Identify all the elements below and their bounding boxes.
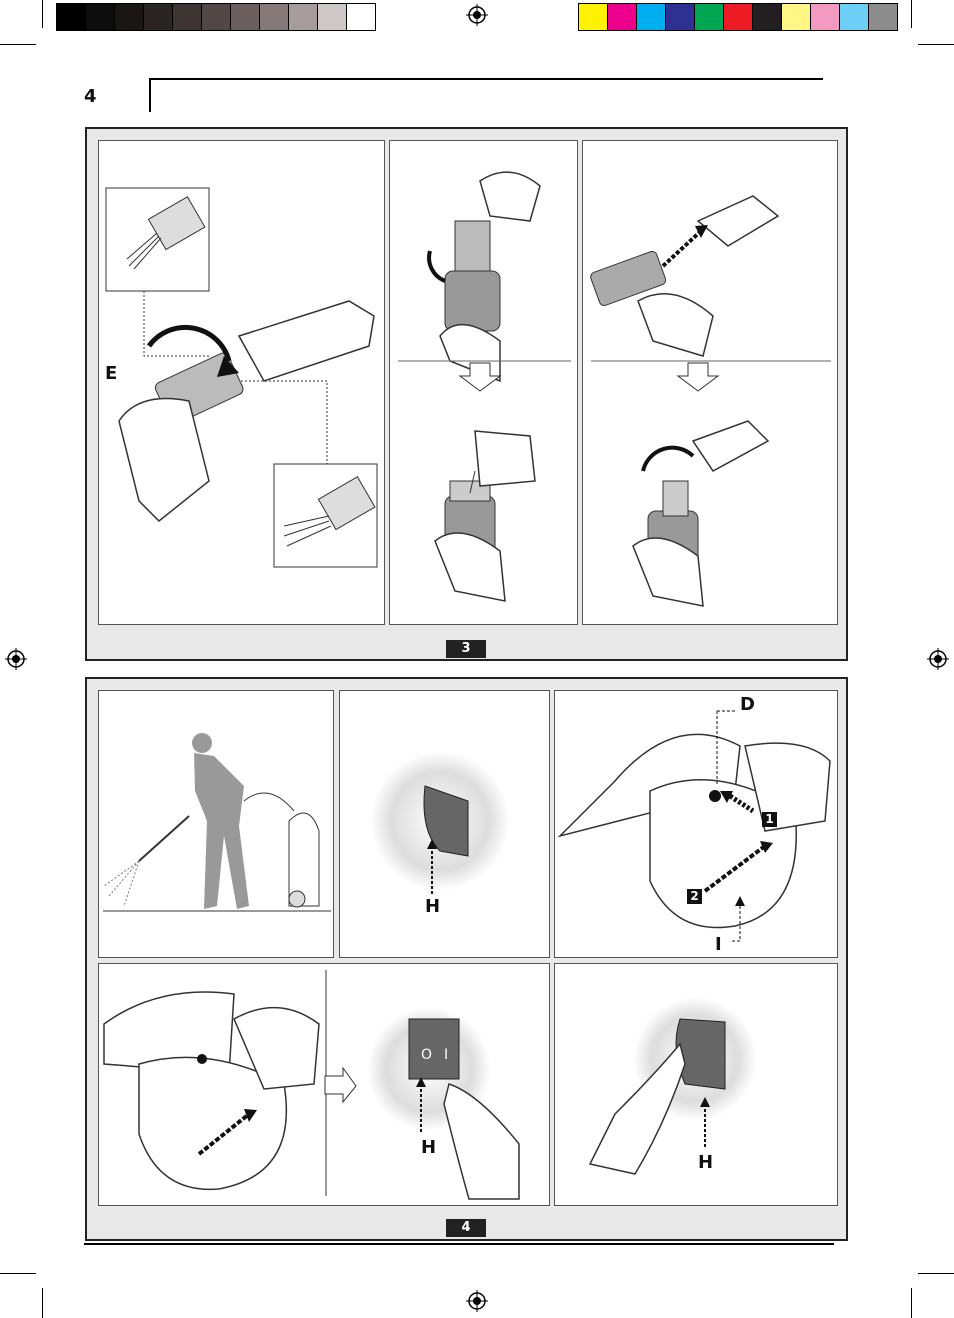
rocker-switch-icon [676, 1019, 725, 1089]
color-swatch [114, 3, 144, 31]
color-swatch [723, 3, 753, 31]
color-swatch [665, 3, 695, 31]
crop-mark [0, 1273, 36, 1274]
color-swatch [201, 3, 231, 31]
down-arrow-icon [678, 363, 718, 391]
spray-mist-icon [104, 861, 139, 906]
color-swatch [288, 3, 318, 31]
panel-operator [98, 690, 334, 958]
color-swatch [781, 3, 811, 31]
color-swatch [317, 3, 347, 31]
switch-off-illustration [555, 964, 839, 1207]
registration-mark-icon [466, 4, 488, 26]
label-H-on: H [421, 1137, 436, 1158]
grayscale-bar [56, 0, 376, 32]
panel-nozzle-adjust: E [98, 140, 385, 625]
color-swatch [230, 3, 260, 31]
crop-mark [42, 1288, 43, 1318]
color-swatch [143, 3, 173, 31]
label-E: E [105, 363, 117, 384]
crop-mark [911, 1288, 912, 1318]
nozzle-adjust-illustration [99, 141, 386, 626]
color-swatch [752, 3, 782, 31]
color-swatch [694, 3, 724, 31]
panel-switch-off-press: H [554, 963, 838, 1206]
lance-insert-illustration [589, 196, 778, 356]
crop-mark [911, 0, 912, 28]
lance-tighten-illustration [633, 421, 768, 606]
figure-3: E [85, 127, 848, 661]
color-swatch [346, 3, 376, 31]
color-swatch [868, 3, 898, 31]
color-swatch [172, 3, 202, 31]
crop-mark [42, 0, 43, 28]
color-swatch [810, 3, 840, 31]
header-divider [149, 78, 151, 112]
panel-trigger-release: D I 1 2 [554, 690, 838, 958]
figure-tag-4: 4 [446, 1219, 486, 1237]
trigger-switch-on-illustration: O I [99, 964, 551, 1207]
switch-illustration [340, 691, 551, 959]
color-swatch [607, 3, 637, 31]
panel-trigger-switch-on: O I H [98, 963, 550, 1206]
bottle-unscrew-illustration [429, 172, 540, 381]
registration-mark-icon [5, 648, 27, 670]
color-swatch [56, 3, 86, 31]
label-H-switch: H [425, 896, 440, 917]
trigger-release-illustration [555, 691, 839, 959]
panel-lance-connect [582, 140, 838, 625]
lock-button-icon [197, 1054, 207, 1064]
lance-connect-illustration [583, 141, 839, 626]
svg-text:I: I [444, 1047, 448, 1063]
label-I: I [715, 934, 722, 955]
color-swatch [259, 3, 289, 31]
label-D: D [740, 694, 755, 715]
registration-mark-icon [927, 648, 949, 670]
color-swatch [636, 3, 666, 31]
pressure-washer-unit-icon [289, 813, 319, 907]
color-swatch [578, 3, 608, 31]
crop-mark [918, 44, 954, 45]
right-arrow-icon [325, 1068, 356, 1102]
panel-detergent-fill [389, 140, 578, 625]
color-swatch [85, 3, 115, 31]
step-1-badge: 1 [762, 812, 777, 827]
rocker-switch-on-icon: O I [409, 1019, 459, 1079]
panel-switch-off: H [339, 690, 550, 958]
crop-mark [0, 44, 36, 45]
page-number: 4 [84, 86, 97, 107]
figure-4: H D I 1 2 [85, 677, 848, 1241]
crop-mark [918, 1273, 954, 1274]
label-H-off: H [698, 1152, 713, 1173]
color-bar [578, 0, 898, 32]
footer-rule [84, 1243, 834, 1245]
figure-tag-3: 3 [446, 640, 486, 658]
registration-mark-icon [466, 1290, 488, 1312]
color-swatch [839, 3, 869, 31]
detergent-fill-illustration [390, 141, 579, 626]
lock-button-icon [709, 790, 721, 802]
bottle-fill-illustration [435, 431, 535, 601]
step-2-badge: 2 [687, 889, 702, 904]
operator-spraying-illustration [99, 691, 335, 959]
header-rule [150, 78, 823, 80]
svg-text:O: O [421, 1047, 432, 1063]
